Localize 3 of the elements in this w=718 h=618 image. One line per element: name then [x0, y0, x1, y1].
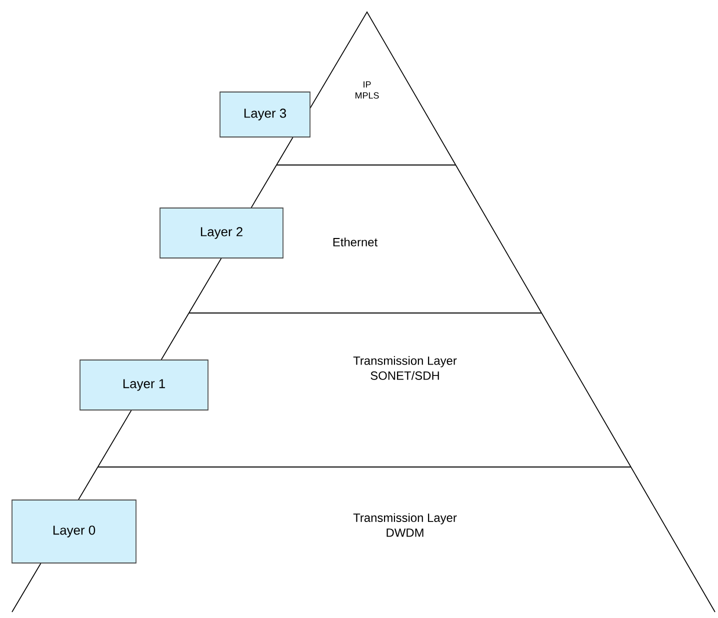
layer-box: Layer 1 [80, 360, 208, 410]
layer-box: Layer 3 [220, 92, 310, 138]
layer-box: Layer 2 [160, 208, 284, 258]
